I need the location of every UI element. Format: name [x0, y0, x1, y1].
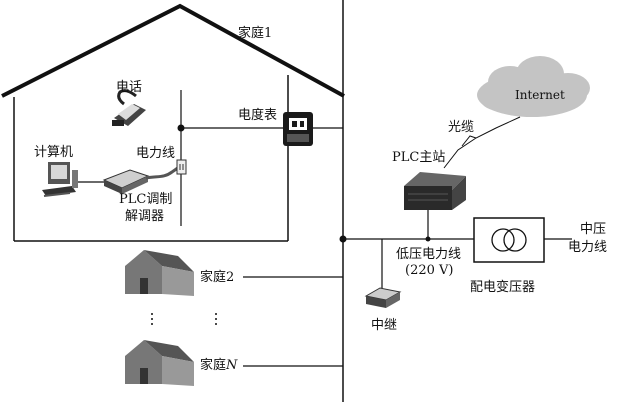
junction-dot-lv [339, 235, 347, 243]
label-power-line: 电力线 [136, 146, 176, 161]
fiber-cable-zigzag [461, 135, 477, 147]
label-plc-modem-line2: 解调器 [125, 209, 165, 224]
label-homeN: 家庭N [200, 358, 237, 374]
vertical-ellipsis [151, 313, 217, 325]
wall-socket-icon [176, 159, 187, 175]
label-mv-line1: 中压 [580, 222, 607, 237]
label-home2: 家庭2 [200, 270, 235, 285]
meter-icon [283, 112, 313, 146]
phone-icon [112, 89, 146, 126]
plc-modem-icon [102, 169, 150, 194]
label-relay: 中继 [371, 318, 398, 333]
label-mv-line2: 电力线 [568, 240, 608, 255]
label-phone: 电话 [116, 80, 143, 95]
label-homeN-prefix: 家庭 [200, 358, 227, 373]
label-meter: 电度表 [238, 108, 278, 123]
junction-dot-house [177, 124, 185, 132]
homeN-house-icon [125, 340, 194, 386]
plc-master-icon [404, 172, 466, 210]
label-fiber: 光缆 [448, 120, 475, 135]
label-internet: Internet [515, 88, 565, 102]
label-homeN-var: N [226, 358, 238, 373]
internet-cloud-icon [477, 56, 590, 117]
label-plc-modem-line1: PLC调制 [119, 192, 173, 207]
label-home1: 家庭1 [238, 26, 273, 41]
label-lv-line1: 低压电力线 [396, 247, 462, 262]
junction-dot-master [425, 236, 431, 242]
computer-icon [42, 162, 78, 197]
transformer-icon [473, 217, 545, 263]
label-transformer: 配电变压器 [470, 280, 536, 295]
label-plc-master: PLC主站 [392, 150, 446, 165]
relay-icon [364, 287, 402, 308]
house1-roof [1, 3, 345, 98]
home2-house-icon [125, 250, 194, 296]
label-lv-line2: (220 V) [405, 263, 454, 278]
label-computer: 计算机 [34, 145, 74, 160]
